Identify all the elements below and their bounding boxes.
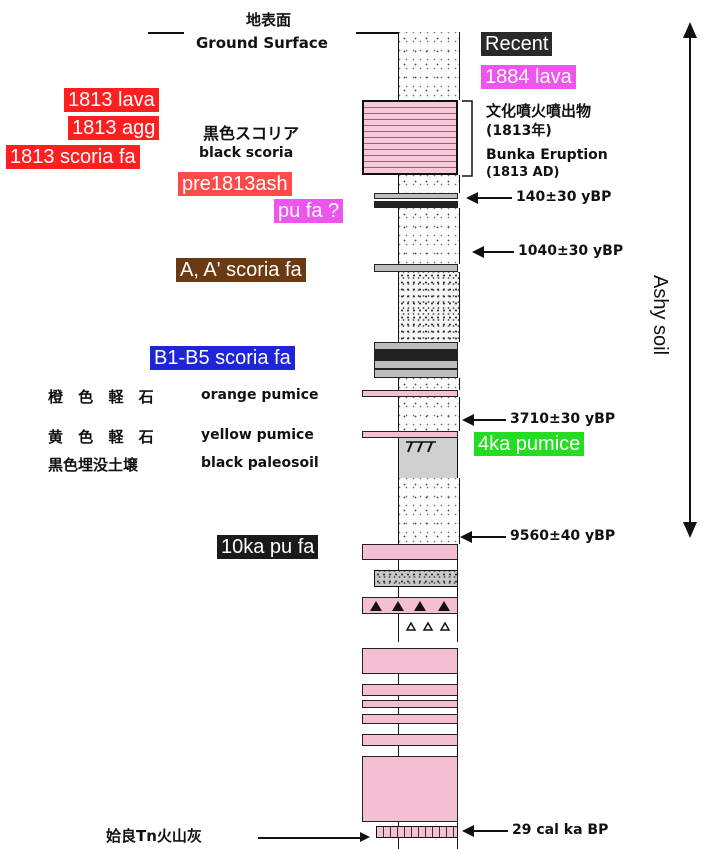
ashy-soil-range-arrow [680,20,700,540]
black-scoria-label-en: black scoria [199,145,293,161]
tag-pu-fa: pu fa ? [274,199,343,223]
b-scoria-band-3 [374,360,458,369]
aira-tn-ash-leader-line [258,837,362,839]
date-arrow-line-2 [482,251,514,253]
date-label-4: 9560±40 yBP [510,528,615,544]
lower-pink-layer-3 [362,700,458,708]
paleosoil-hatch [404,440,444,454]
ashy-soil-label: Ashy soil [648,275,671,365]
tag-10ka-pu-fa: 10ka pu fa [217,535,318,559]
tag-a-scoria-fa: A, A' scoria fa [176,258,306,282]
tag-1813-scoria-fa: 1813 scoria fa [6,145,140,169]
lower-pink-layer-4 [362,714,458,724]
yellow-pumice-label-en: yellow pumice [201,427,314,443]
tag-1884-lava: 1884 lava [481,65,576,89]
date-arrow-line-3 [472,419,506,421]
b-scoria-band-4 [374,369,458,378]
tag-1813-agg: 1813 agg [68,116,159,140]
a-scoria-band [374,264,458,272]
aira-tn-ash-label: 姶良Tn火山灰 [106,825,202,846]
orange-pumice-band [362,390,458,397]
ashy-soil-layer-2 [398,175,460,193]
bunka-bracket [460,100,476,178]
pumice-fall-band [374,201,458,208]
bunka-eruption-label-en: Bunka Eruption [486,147,608,163]
ashy-soil-layer-7 [398,478,460,544]
b-scoria-band-2 [374,350,458,360]
bunka-eruption-year-ja: (1813年) [486,120,552,140]
open-triangle-symbols [404,620,456,632]
bunka-eruption-label-ja: 文化噴火噴出物 [486,100,591,121]
lower-spacer-4 [398,724,458,734]
date-label-5: 29 cal ka BP [512,822,608,838]
ashy-soil-layer-4 [398,272,460,342]
orange-pumice-label-ja: 橙 色 軽 石 [48,386,159,407]
ashy-soil-layer-3 [398,208,460,264]
tag-1813-lava: 1813 lava [64,88,159,112]
10ka-pumice-band [362,544,458,560]
lower-pink-layer-6 [362,756,458,822]
tag-4ka-pumice: 4ka pumice [474,432,584,456]
bunka-eruption-deposit [362,100,458,175]
aira-tn-ash-band [376,826,458,838]
date-label-2: 1040±30 yBP [518,243,623,259]
ground-surface-label-en: Ground Surface [196,34,328,52]
b-scoria-band-1 [374,342,458,350]
black-paleosoil-label-en: black paleosoil [201,455,319,471]
lower-spacer-1 [398,674,458,684]
date-arrow-line-4 [470,536,506,538]
yellow-pumice-label-ja: 黄 色 軽 石 [48,426,159,447]
lower-pink-layer-1 [362,648,458,674]
ashy-soil-layer-5 [398,378,460,390]
date-label-1: 140±30 yBP [516,189,611,205]
tag-recent: Recent [481,32,552,56]
lower-pink-layer-2 [362,684,458,696]
ashy-soil-layer-6 [398,397,460,431]
bunka-eruption-year-en: (1813 AD) [486,165,559,180]
ashy-soil-layer-top [398,32,460,100]
column-spacer-2 [398,587,458,597]
ground-surface-line-right [356,32,398,34]
lower-spacer-5 [398,746,458,756]
lower-pink-layer-5 [362,734,458,746]
black-scoria-label-ja: 黒色スコリア [203,120,299,144]
date-label-3: 3710±30 yBP [510,411,615,427]
date-arrow-line-5 [472,830,508,832]
ground-surface-line-left [148,32,184,34]
yellow-pumice-band [362,431,458,438]
date-arrow-line-1 [476,197,512,199]
pre1813-ash-band [374,193,458,199]
column-spacer-1 [398,560,458,570]
black-paleosoil-label-ja: 黒色埋没土壌 [48,454,138,475]
orange-pumice-label-en: orange pumice [201,387,319,403]
aira-tn-ash-leader-arrow [360,832,370,842]
triangle-symbols [364,598,456,613]
tag-pre1813-ash: pre1813ash [178,172,292,196]
ground-surface-label-ja: 地表面 [246,9,291,30]
gray-scoria-band [374,570,458,587]
tag-b1-b5-scoria-fa: B1-B5 scoria fa [150,346,295,370]
